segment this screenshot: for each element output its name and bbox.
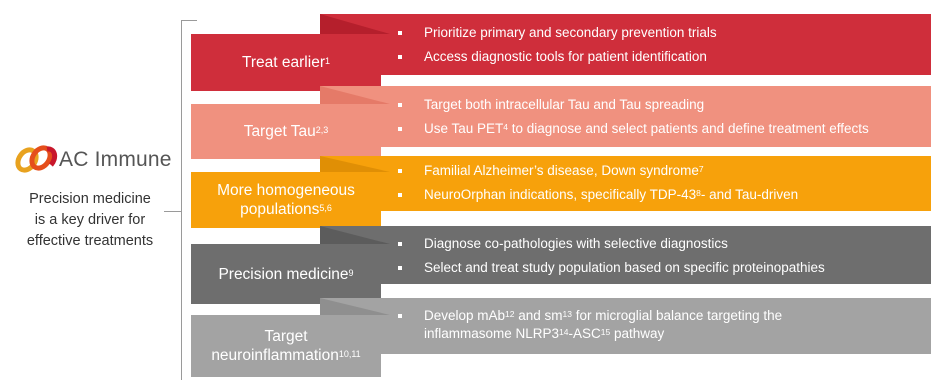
caption-line: effective treatments [26,233,154,249]
bullet-item: Diagnose co-pathologies with selective d… [398,235,931,253]
row-label: Precision medicine9 [218,265,354,283]
bullet-item: Access diagnostic tools for patient iden… [398,48,931,66]
label-box-treat-earlier: Treat earlier1 [191,34,381,91]
row-fold [320,14,390,34]
row-fold [320,156,390,172]
bracket-connector [164,211,181,212]
row-label: Treat earlier1 [242,54,330,71]
bullet-list: Target both intracellular Tau and Tau sp… [398,96,931,138]
bullet-list: Develop mAb12 and sm13 for microglial ba… [398,307,931,343]
bracket-line [181,20,197,21]
label-box-precision-medicine: Precision medicine9 [191,244,381,304]
label-box-neuroinflammation: Target neuroinflammation10,11 [191,315,381,377]
bullet-item: Use Tau PET4 to diagnose and select pati… [398,120,931,138]
bracket-line [181,20,182,380]
caption-line: Precision medicine [29,191,151,207]
row-label: More homogeneous [217,182,355,199]
bullet-list: Familial Alzheimer’s disease, Down syndr… [398,162,931,204]
row-fold [320,226,390,244]
ac-immune-logo-mark-icon [15,145,58,173]
left-caption: Precision medicine is a key driver for e… [6,189,174,252]
row-label: Target [264,328,308,345]
bullet-item: Develop mAb12 and sm13 for microglial ba… [398,307,854,343]
bullet-item: Familial Alzheimer’s disease, Down syndr… [398,162,931,180]
bullet-item: NeuroOrphan indications, specifically TD… [398,186,931,204]
bullet-list: Diagnose co-pathologies with selective d… [398,235,931,277]
ac-immune-logo: AC Immune [14,145,174,175]
bullet-list: Prioritize primary and secondary prevent… [398,24,931,66]
row-fold [320,86,390,104]
row-bar-treat-earlier [320,14,931,75]
row-bar-homogeneous [320,156,931,211]
row-bar-target-tau [320,86,931,147]
row-label: neuroinflammation10,11 [211,347,361,364]
row-bar-neuroinflammation [320,298,931,354]
row-label: populations5,6 [240,201,332,218]
row-bar-precision-medicine [320,226,931,284]
row-fold [320,298,390,315]
logo-wordmark: AC Immune [59,148,172,171]
bullet-item: Select and treat study population based … [398,259,931,277]
bullet-item: Prioritize primary and secondary prevent… [398,24,931,42]
row-label: Target Tau2,3 [243,123,329,140]
label-box-homogeneous: More homogeneous populations5,6 [191,172,381,228]
caption-line: is a key driver for [34,212,146,228]
label-box-target-tau: Target Tau2,3 [191,104,381,159]
bullet-item: Target both intracellular Tau and Tau sp… [398,96,931,114]
